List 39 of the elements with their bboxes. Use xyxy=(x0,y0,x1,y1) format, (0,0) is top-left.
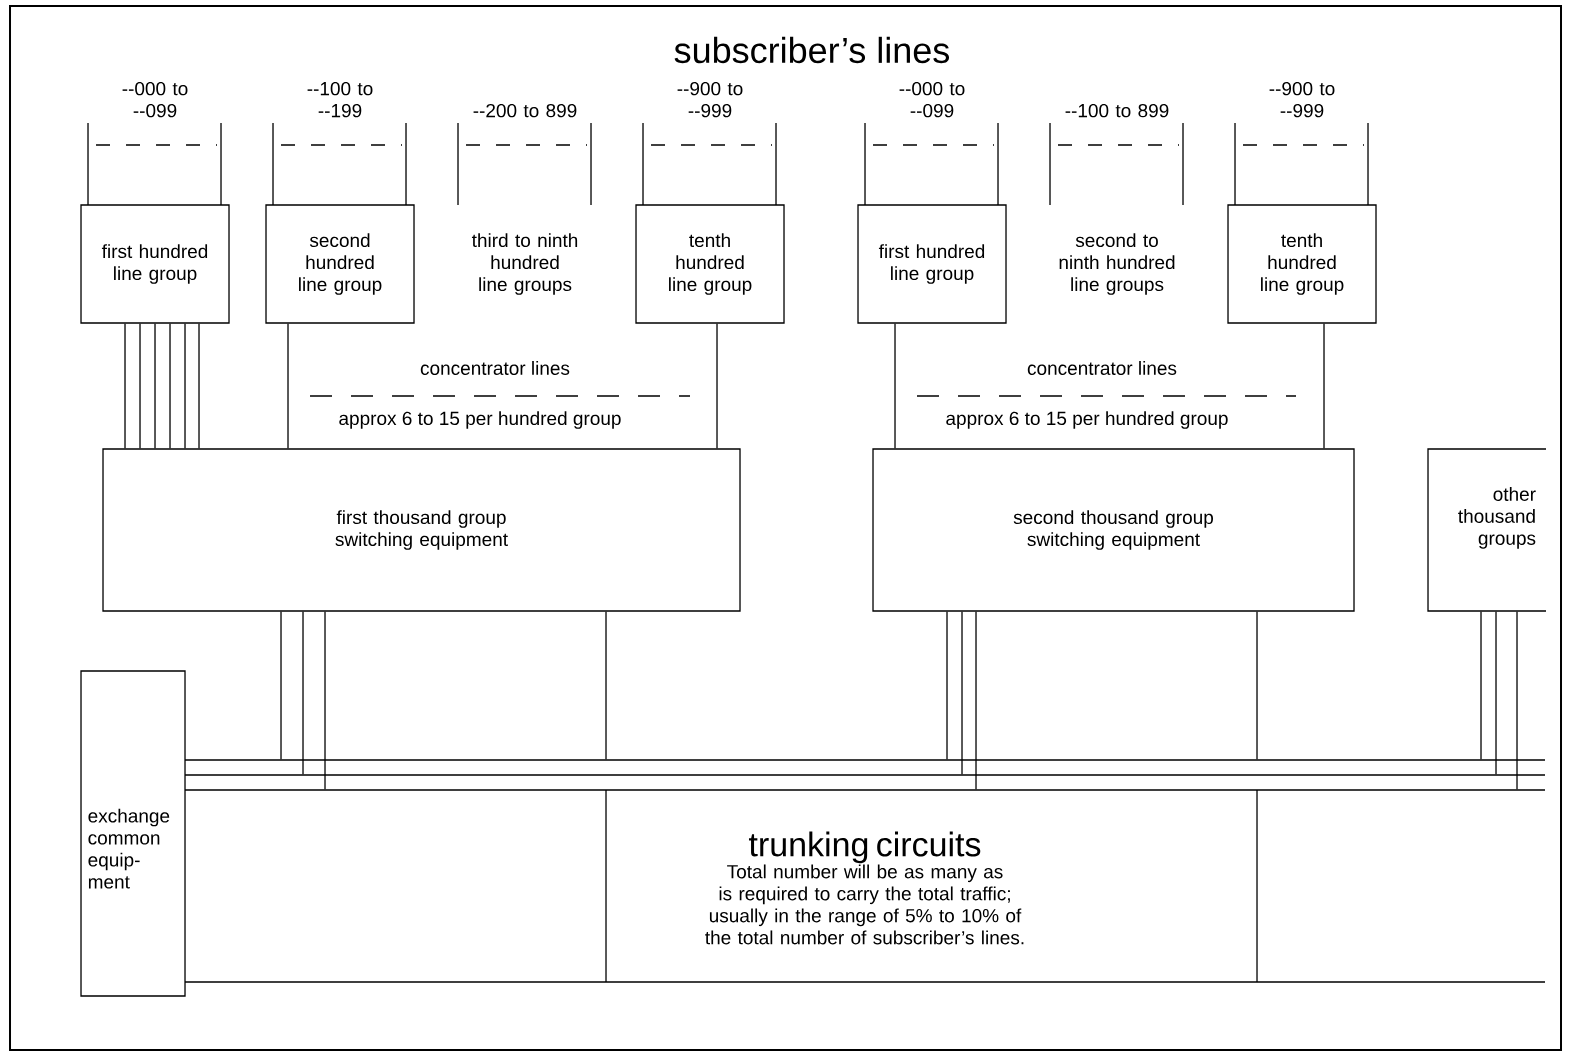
group-label: third to ninth hundred line groups xyxy=(471,233,578,295)
number-range: --900 to --999 xyxy=(1269,81,1335,118)
equipment-box: exchange common equip- ment xyxy=(80,670,186,997)
hundred-group-box: first hundred line group xyxy=(80,204,230,324)
hundred-group-box: tenth hundred line group xyxy=(635,204,785,324)
connector xyxy=(287,323,289,449)
switching-equipment-box: first thousand group switching equipment xyxy=(102,448,741,612)
number-range: --100 to --199 xyxy=(307,81,373,118)
group-label: second to ninth hundred line groups xyxy=(1059,233,1175,295)
connector xyxy=(716,323,718,449)
connector xyxy=(961,611,963,775)
number-range: --100 to 899 xyxy=(1065,103,1169,118)
connector xyxy=(280,611,282,760)
note: approx 6 to 15 per hundred group xyxy=(339,411,621,429)
hundred-group-box: second hundred line group xyxy=(265,204,415,324)
connector xyxy=(124,323,200,449)
connector xyxy=(605,611,607,760)
connector xyxy=(1516,611,1518,790)
connector xyxy=(1480,611,1482,760)
connector xyxy=(1256,611,1258,760)
hundred-group-box: first hundred line group xyxy=(857,204,1007,324)
connector xyxy=(894,323,896,449)
note: approx 6 to 15 per hundred group xyxy=(946,411,1228,429)
label: concentrator lines xyxy=(420,361,570,375)
connector xyxy=(1323,323,1325,449)
thousand-group-box: other thousand groups xyxy=(1427,448,1547,612)
connector xyxy=(302,611,304,775)
number-range: --200 to 899 xyxy=(473,103,577,118)
hundred-group-box: tenth hundred line group xyxy=(1227,204,1377,324)
number-range: --900 to --999 xyxy=(677,81,743,118)
number-range: --000 to --099 xyxy=(122,81,188,118)
connector xyxy=(324,611,326,790)
switching-equipment-box: second thousand group switching equipment xyxy=(872,448,1355,612)
connector xyxy=(946,611,948,760)
label: concentrator lines xyxy=(1027,361,1177,375)
connector xyxy=(1495,611,1497,775)
title: subscriber’s lines xyxy=(674,36,949,64)
number-range: --000 to --099 xyxy=(899,81,965,118)
connector xyxy=(975,611,977,790)
